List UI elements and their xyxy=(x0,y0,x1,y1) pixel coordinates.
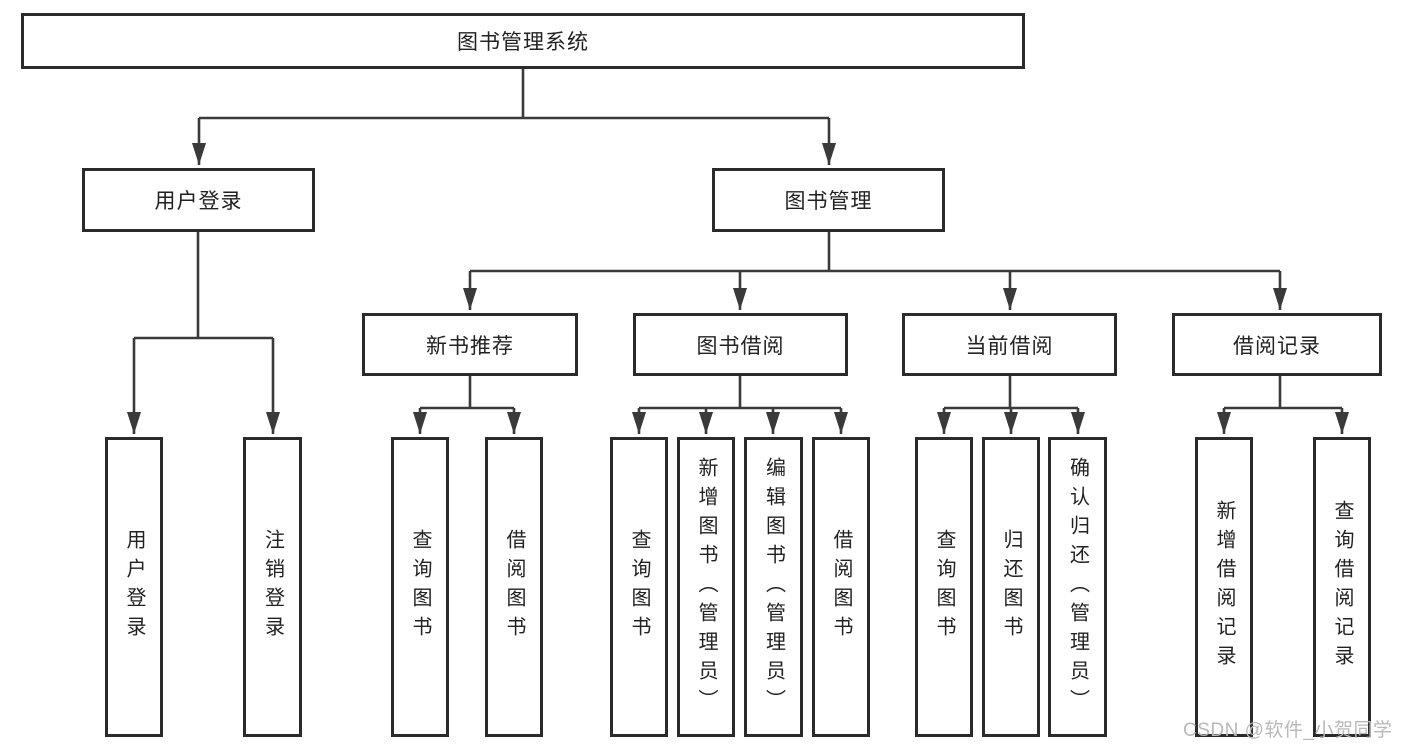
leaf-label: 注销登录 xyxy=(261,529,284,645)
leaf-record-query-borrow-record-box: 查询借阅记录 xyxy=(1313,437,1371,737)
leaf-logout-box: 注销登录 xyxy=(243,437,302,737)
leaf-borrow-borrow-books-box: 借阅图书 xyxy=(812,437,870,737)
leaf-borrow-add-books-admin-box: 新增图书（管理员） xyxy=(677,437,735,737)
leaf-label: 借阅图书 xyxy=(830,529,852,645)
leaf-user-login-box: 用户登录 xyxy=(105,437,163,737)
leaf-label: 查询借阅记录 xyxy=(1331,500,1353,674)
node-label: 用户登录 xyxy=(154,190,243,213)
leaf-borrow-query-books-box: 查询图书 xyxy=(610,437,668,737)
node-label: 图书管理系统 xyxy=(457,31,589,54)
leaf-label: 查询图书 xyxy=(409,529,431,645)
node-label: 借阅记录 xyxy=(1233,334,1321,358)
leaf-label: 确认归还（管理员） xyxy=(1066,456,1089,718)
node-label: 图书借阅 xyxy=(696,334,785,358)
node-book-management-box: 图书管理 xyxy=(712,168,945,232)
node-user-login-box: 用户登录 xyxy=(82,168,315,232)
node-borrow-record-box: 借阅记录 xyxy=(1172,313,1382,376)
node-new-book-recommend-box: 新书推荐 xyxy=(362,313,578,376)
leaf-record-add-borrow-record-box: 新增借阅记录 xyxy=(1195,437,1253,737)
node-label: 当前借阅 xyxy=(965,334,1054,358)
leaf-newbook-borrow-books-box: 借阅图书 xyxy=(485,437,543,737)
node-system-root-box: 图书管理系统 xyxy=(21,13,1025,69)
leaf-label: 查询图书 xyxy=(628,529,650,645)
node-current-borrow-box: 当前借阅 xyxy=(902,313,1117,376)
leaf-current-return-books-box: 归还图书 xyxy=(982,437,1040,737)
node-book-borrow-box: 图书借阅 xyxy=(633,313,848,376)
node-label: 新书推荐 xyxy=(426,334,514,358)
leaf-label: 归还图书 xyxy=(1000,529,1022,645)
node-label: 图书管理 xyxy=(784,190,873,213)
leaf-current-confirm-return-admin-box: 确认归还（管理员） xyxy=(1048,437,1107,737)
leaf-newbook-query-books-box: 查询图书 xyxy=(391,437,449,737)
leaf-label: 编辑图书（管理员） xyxy=(762,456,785,718)
leaf-label: 查询图书 xyxy=(933,529,955,645)
csdn-watermark: CSDN @软件_小贺同学 xyxy=(1183,720,1393,741)
leaf-label: 新增借阅记录 xyxy=(1213,500,1235,674)
leaf-borrow-edit-books-admin-box: 编辑图书（管理员） xyxy=(744,437,803,737)
leaf-label: 借阅图书 xyxy=(503,529,525,645)
leaf-current-query-books-box: 查询图书 xyxy=(915,437,973,737)
leaf-label: 新增图书（管理员） xyxy=(695,456,717,718)
leaf-label: 用户登录 xyxy=(123,529,145,645)
